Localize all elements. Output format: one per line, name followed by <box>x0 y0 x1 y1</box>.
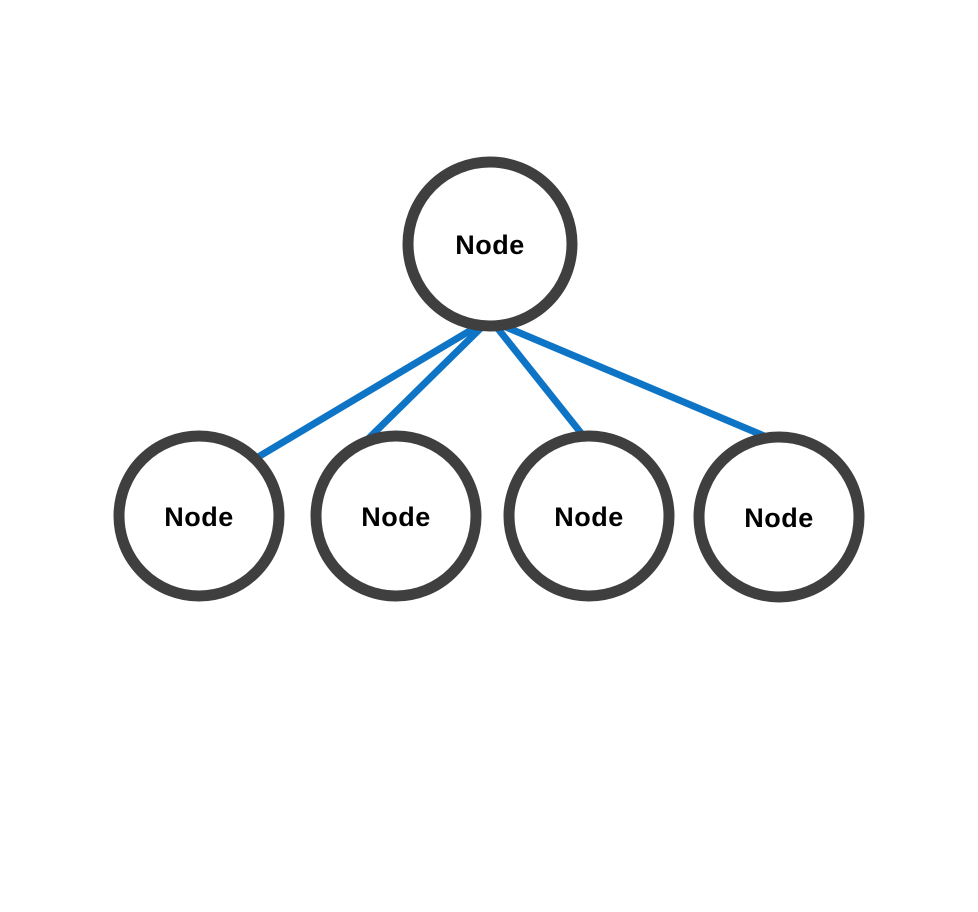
tree-node-root: Node <box>402 156 578 332</box>
node-label: Node <box>455 230 525 260</box>
edge-layer <box>251 316 771 464</box>
node-label: Node <box>361 502 431 532</box>
node-circle[interactable] <box>503 430 675 602</box>
tree-node-child-1: Node <box>113 430 285 602</box>
tree-node-child-3: Node <box>503 430 675 602</box>
tree-edge-root-child-1 <box>251 316 490 464</box>
node-layer: Node Node Node Node Node <box>113 156 865 603</box>
node-circle[interactable] <box>693 431 865 603</box>
tree-node-child-2: Node <box>310 430 482 602</box>
node-circle[interactable] <box>402 156 578 332</box>
node-circle[interactable] <box>310 430 482 602</box>
node-label: Node <box>744 503 814 533</box>
tree-edge-root-child-2 <box>364 317 492 443</box>
node-circle[interactable] <box>113 430 285 602</box>
node-label: Node <box>164 502 234 532</box>
tree-node-child-4: Node <box>693 431 865 603</box>
tree-edge-root-child-3 <box>488 317 588 441</box>
tree-edge-root-child-4 <box>492 318 771 442</box>
node-label: Node <box>554 502 624 532</box>
